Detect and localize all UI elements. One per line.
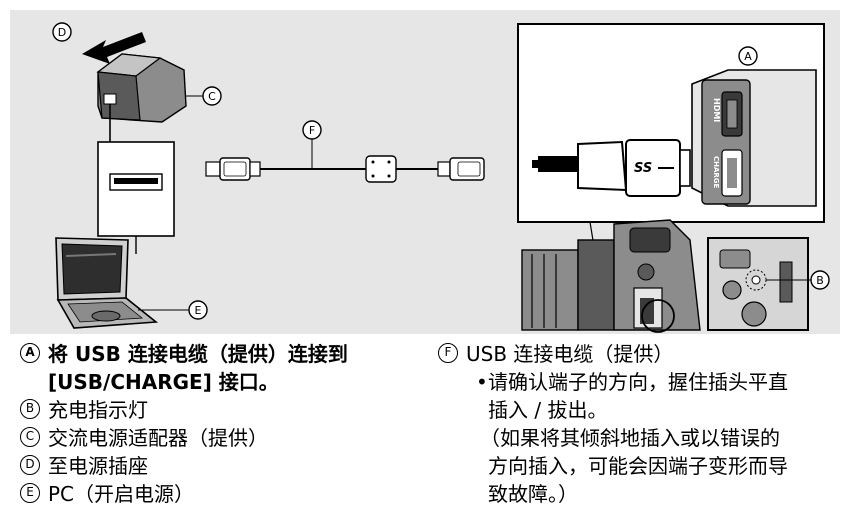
note-line2: 插入 / 拔出。: [488, 398, 608, 422]
port-zoom-inset: SS HDMI CHARGE A: [517, 23, 825, 223]
paren-line3: 致故障。）: [488, 482, 578, 506]
callout-f: F: [302, 120, 322, 140]
legend-item-f: F USB 连接电缆（提供）: [436, 340, 788, 368]
camera: [521, 219, 701, 333]
usb-cable: [205, 138, 485, 183]
callout-f-label: F: [309, 124, 315, 137]
legend-item-b: B 充电指示灯: [18, 396, 348, 424]
legend-left: A 将 USB 连接电缆（提供）连接到 [USB/CHARGE] 接口。 B 充…: [18, 340, 348, 508]
note-line1: • 请确认端子的方向，握住插头平直: [436, 368, 788, 396]
legend-b-text: 充电指示灯: [48, 398, 148, 422]
note-bullet: •: [476, 370, 488, 394]
legend-c-text: 交流电源适配器（提供）: [48, 426, 268, 450]
legend-d-text: 至电源插座: [48, 454, 148, 478]
callout-e-label: E: [195, 304, 202, 317]
paren-line1: （如果将其倾斜地插入或以错误的: [480, 426, 780, 450]
usb-port-box: [97, 141, 175, 254]
callout-d: D: [52, 22, 72, 42]
callout-e: E: [188, 300, 208, 320]
callout-b-label: B: [816, 274, 824, 287]
legend-item-d: D 至电源插座: [18, 452, 348, 480]
legend-a-line1: 将 USB 连接电缆（提供）连接到: [48, 342, 348, 366]
legend-f-title: USB 连接电缆（提供）: [466, 342, 674, 366]
legend-item-c: C 交流电源适配器（提供）: [18, 424, 348, 452]
ac-adapter: [96, 53, 206, 142]
legend-item-a: A 将 USB 连接电缆（提供）连接到: [18, 340, 348, 368]
legend-marker-e: E: [20, 483, 40, 503]
legend-marker-d: D: [20, 455, 40, 475]
callout-c: C: [202, 86, 222, 106]
connection-diagram: D C: [52, 22, 830, 333]
legend-marker-b: B: [20, 399, 40, 419]
paren-line2: 方向插入，可能会因端子变形而导: [488, 454, 788, 478]
hdmi-label: HDMI: [712, 98, 721, 122]
charge-label: CHARGE: [712, 156, 720, 189]
callout-d-label: D: [58, 26, 66, 39]
legend-right: F USB 连接电缆（提供） • 请确认端子的方向，握住插头平直 插入 / 拔出…: [436, 340, 788, 508]
legend-item-e: E PC（开启电源）: [18, 480, 348, 508]
ss-logo: SS: [634, 161, 652, 176]
legend-marker-c: C: [20, 427, 40, 447]
laptop: [55, 237, 192, 329]
diagram-panel: D C: [10, 10, 840, 334]
charge-lamp-inset: [707, 237, 812, 331]
legend-marker-a: A: [20, 343, 40, 363]
callout-a-label: A: [744, 50, 752, 63]
note-line1-text: 请确认端子的方向，握住插头平直: [488, 370, 788, 394]
outlet-arrow: [82, 32, 146, 64]
callout-b: B: [810, 270, 830, 290]
legend-marker-f: F: [438, 343, 458, 363]
callout-c-label: C: [208, 90, 216, 103]
legend-a-line2: [USB/CHARGE] 接口。: [48, 370, 279, 394]
legend-e-text: PC（开启电源）: [48, 482, 195, 506]
